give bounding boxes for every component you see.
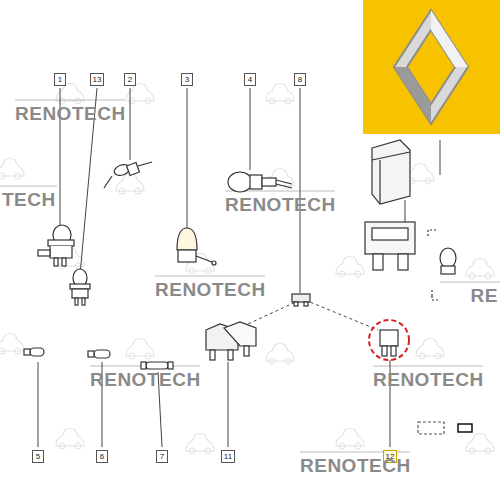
- watermark-text: RENOTECH: [373, 370, 484, 390]
- leader-lines: [38, 88, 440, 447]
- bulb-with-holder: [228, 172, 292, 192]
- wedge-small-bulb: [88, 350, 110, 358]
- callout-number: 5: [32, 450, 44, 463]
- watermark-text: RENOTECH: [90, 370, 201, 390]
- callout-number: 1: [54, 73, 66, 86]
- highlighted-fuse: [369, 320, 409, 360]
- solid-symbol: [458, 424, 472, 432]
- callout-number: 11: [221, 450, 235, 463]
- festoon-bulb: [141, 362, 173, 369]
- watermark-text: TECH: [2, 190, 56, 210]
- callout-number: 3: [181, 73, 193, 86]
- watermark-text: RENOTECH: [155, 280, 266, 300]
- watermark-cars: [0, 84, 494, 455]
- blade-fuses: [206, 322, 256, 360]
- fuse-holder: [372, 140, 410, 204]
- watermark-text: RE: [471, 286, 498, 306]
- callout-number: 8: [294, 73, 306, 86]
- callout-number: 6: [96, 450, 108, 463]
- wedge-bulb: [428, 230, 456, 300]
- capless-bulb: [104, 162, 152, 188]
- callout-number: 13: [90, 73, 105, 86]
- watermark-text: RENOTECH: [15, 104, 126, 124]
- maxi-fuse: [365, 222, 415, 270]
- dashed-symbol: [418, 422, 444, 434]
- h4-bulb: [38, 225, 74, 266]
- h7-bulb: [70, 269, 90, 305]
- callout-number: 7: [156, 450, 168, 463]
- mini-fuse: [292, 294, 310, 306]
- watermark-text: RENOTECH: [300, 456, 411, 476]
- renault-logo: [363, 0, 500, 134]
- callout-number: 4: [244, 73, 256, 86]
- watermark-text: RENOTECH: [225, 195, 336, 215]
- small-bulb: [24, 348, 44, 356]
- single-filament-bulb: [177, 228, 216, 265]
- callout-number: 2: [124, 73, 136, 86]
